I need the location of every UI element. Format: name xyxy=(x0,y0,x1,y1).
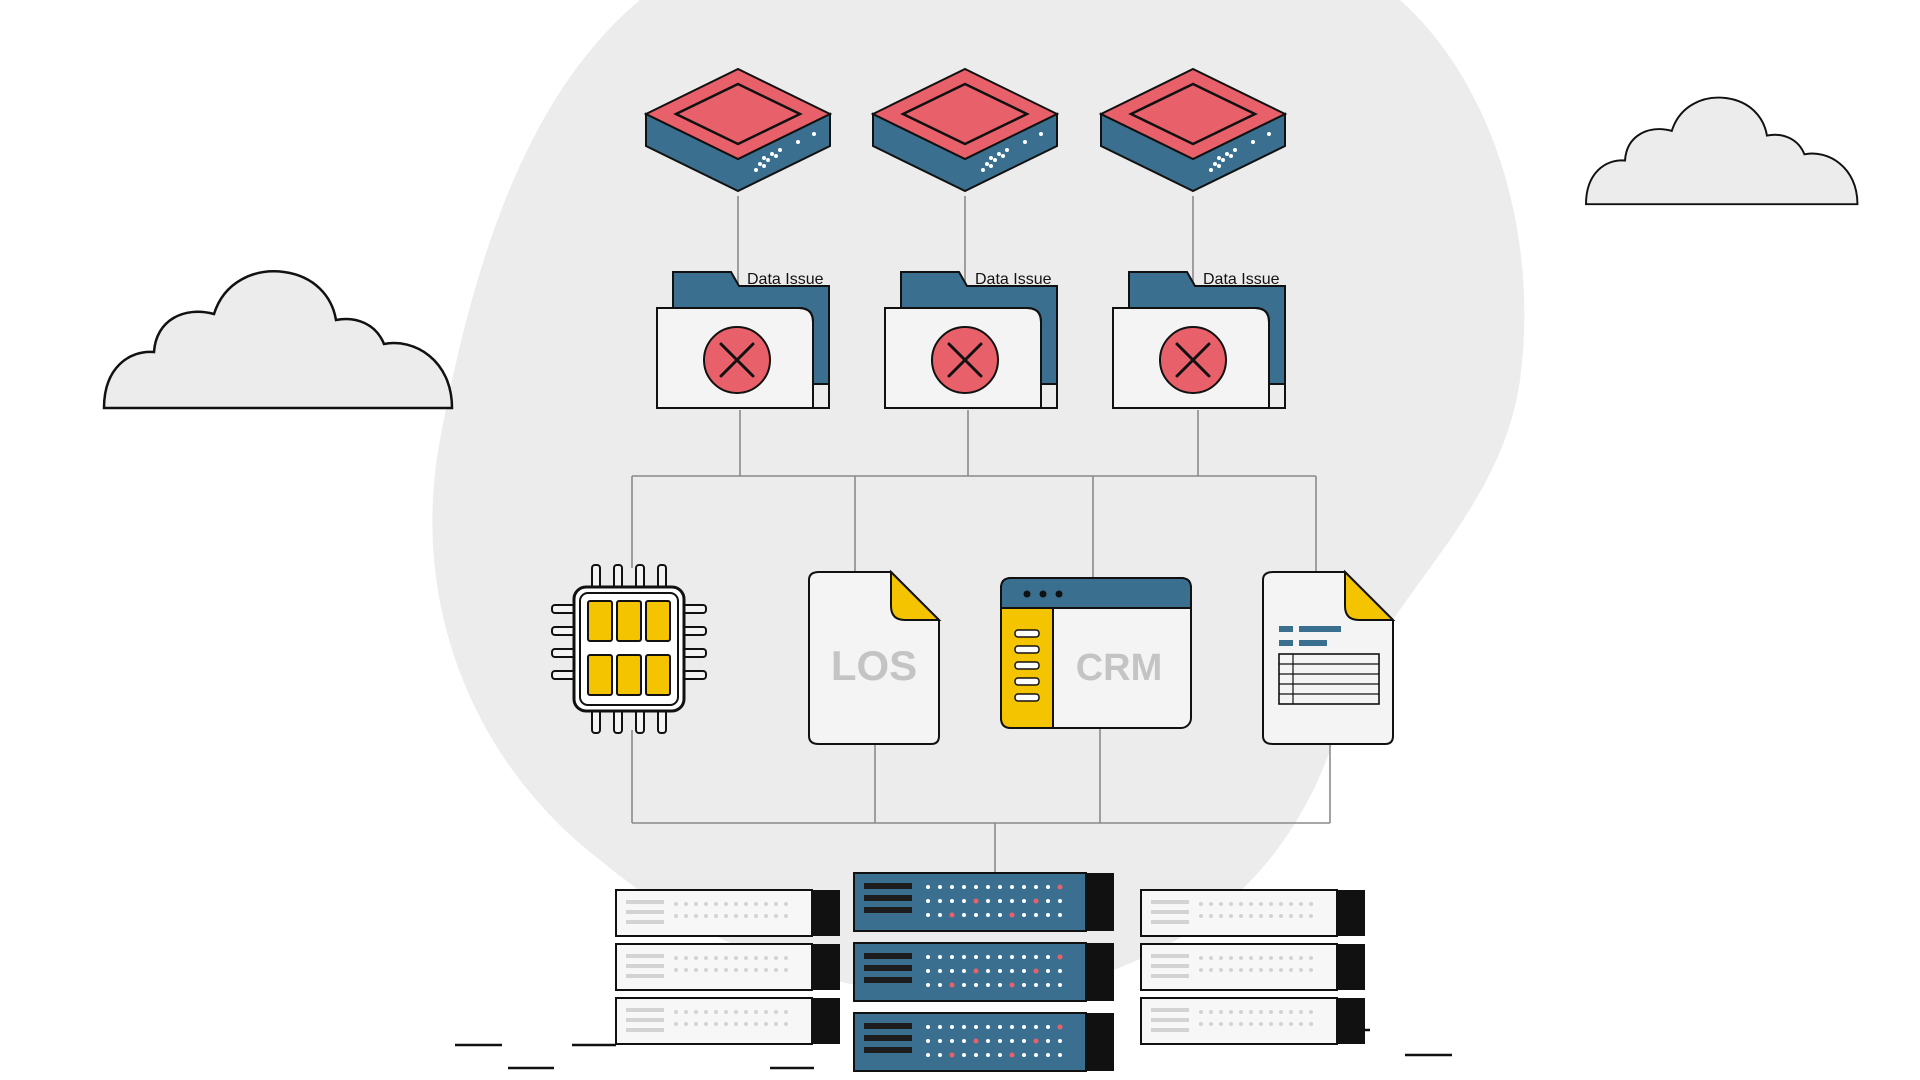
crm-window: CRM xyxy=(1000,577,1192,729)
crm-label: CRM xyxy=(1076,647,1163,689)
connector-lines xyxy=(631,196,1331,873)
data-issue-folder: Data Issue xyxy=(883,270,1059,410)
server-unit xyxy=(853,1012,1115,1072)
server-rack-center xyxy=(853,872,1115,1072)
folder-label: Data Issue xyxy=(747,271,824,288)
data-issue-folder: Data Issue xyxy=(1111,270,1287,410)
server-unit xyxy=(615,943,841,991)
server-unit xyxy=(853,942,1115,1002)
data-issue-folder: Data Issue xyxy=(655,270,831,410)
folder-label: Data Issue xyxy=(1203,271,1280,288)
folder-label: Data Issue xyxy=(975,271,1052,288)
los-label: LOS xyxy=(831,642,917,689)
server-unit xyxy=(853,872,1115,932)
server-rack-right xyxy=(1140,889,1366,1045)
los-document: LOS xyxy=(808,569,942,745)
background-blob xyxy=(432,0,1525,997)
cloud-icon xyxy=(1585,96,1859,206)
server-unit xyxy=(615,997,841,1045)
cloud-icon xyxy=(102,270,454,410)
server-unit xyxy=(1140,889,1366,937)
error-folder-icon xyxy=(655,270,831,410)
error-folder-icon xyxy=(1111,270,1287,410)
error-folder-icon xyxy=(883,270,1059,410)
cpu-chip-icon xyxy=(551,564,707,734)
spreadsheet-document-icon xyxy=(1262,569,1396,745)
server-unit xyxy=(1140,943,1366,991)
server-rack-left xyxy=(615,889,841,1045)
ground-lines xyxy=(455,1028,1452,1070)
server-unit xyxy=(615,889,841,937)
server-unit xyxy=(1140,997,1366,1045)
